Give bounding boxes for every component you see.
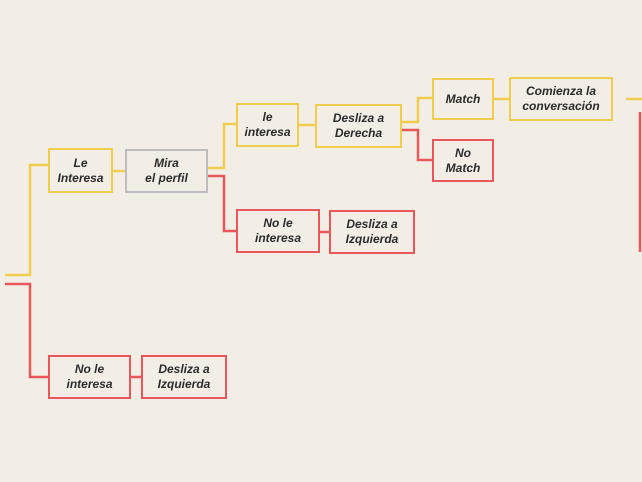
node-le-interesa: Le Interesa [48,148,113,193]
node-no-le-interesa-root: No le interesa [48,355,131,399]
connector-derecha-match [402,96,432,124]
connector-root-no [5,282,48,379]
node-mira-perfil: Mira el perfil [125,149,208,193]
node-no-le-interesa-perfil: No le interesa [236,209,320,253]
node-desliza-izquierda-root: Desliza a Izquierda [141,355,227,399]
node-le-interesa-perfil: le interesa [236,103,299,147]
connector-derecha-nomatch [402,128,432,162]
connector-root-yes [5,163,48,277]
node-match: Match [432,78,494,120]
connector-mira-yes [208,122,236,170]
node-comienza-conversacion: Comienza la conversación [509,77,613,121]
node-desliza-izquierda-perfil: Desliza a Izquierda [329,210,415,254]
node-no-match: No Match [432,139,494,182]
node-desliza-derecha: Desliza a Derecha [315,104,402,148]
connector-mira-no [208,174,236,233]
